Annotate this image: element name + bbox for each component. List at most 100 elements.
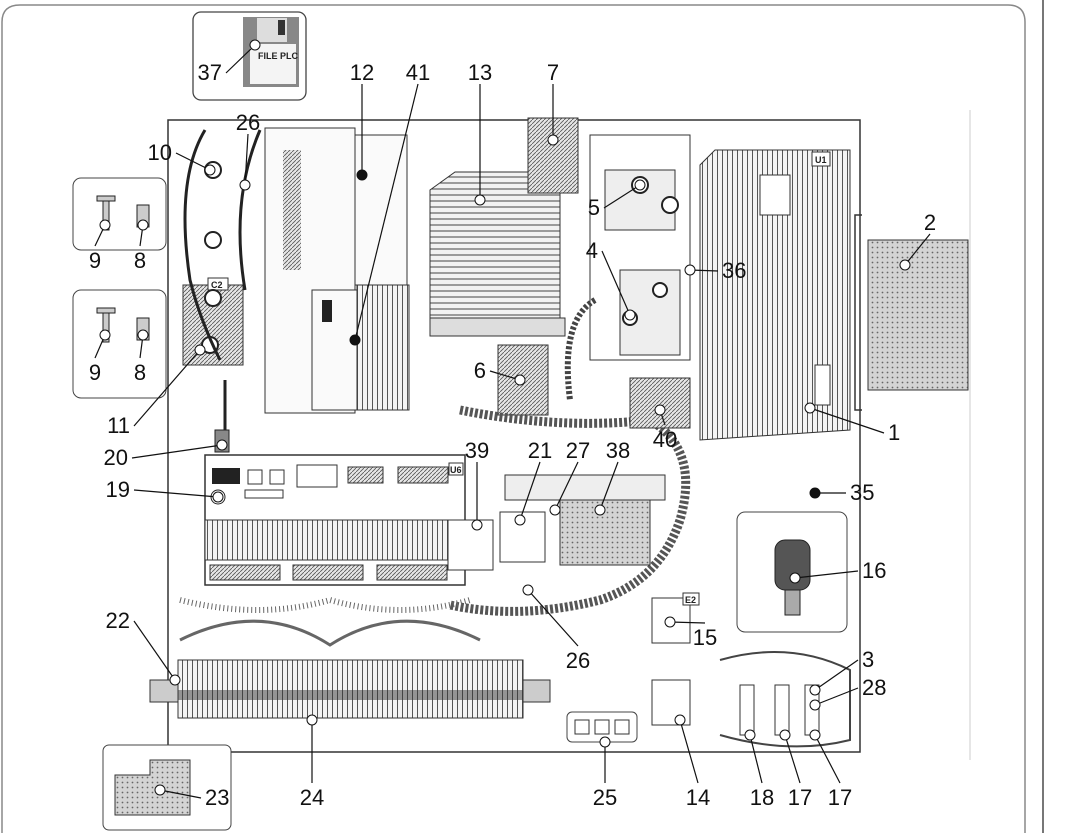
callout: 7 <box>547 60 559 146</box>
callout: 8 <box>134 219 149 273</box>
callout: 28 <box>809 675 886 711</box>
callout-number: 21 <box>528 438 552 463</box>
callout-dot <box>809 699 821 711</box>
inset-25-terminals <box>574 719 630 735</box>
contactor-c2-label: C2 <box>211 280 223 290</box>
callout-number: 13 <box>468 60 492 85</box>
control-card <box>867 239 969 391</box>
callout: 35 <box>809 480 874 505</box>
callout-number: 40 <box>653 427 677 452</box>
leader-line <box>669 621 706 624</box>
callout-number: 36 <box>722 258 746 283</box>
contactor-c2: C2 <box>182 161 244 366</box>
callout-number: 24 <box>300 785 324 810</box>
control-card-bracket <box>854 214 862 411</box>
callout-number: 2 <box>924 210 936 235</box>
outer-frame <box>1 4 1026 833</box>
floppy-inset: FILE PLC <box>192 11 307 101</box>
callout-dot <box>547 134 559 146</box>
inset-detail-upper <box>72 177 167 251</box>
fuses <box>739 684 820 736</box>
callout-dot <box>99 219 111 231</box>
leader-line <box>904 233 931 266</box>
power-module-heatsink <box>429 171 566 337</box>
callout: 24 <box>300 714 324 810</box>
plc-block <box>264 127 410 414</box>
callout-dot <box>594 504 606 516</box>
callout: 9 <box>89 219 111 273</box>
callout-number: 38 <box>606 438 630 463</box>
callout-dot <box>514 374 526 386</box>
callout-number: 22 <box>106 608 130 633</box>
leader-line <box>159 789 202 799</box>
inset-detail-lower <box>72 289 167 399</box>
leader-line <box>244 133 249 186</box>
callout: 4 <box>586 238 636 321</box>
callout-number: 3 <box>862 647 874 672</box>
callout-dot <box>789 572 801 584</box>
callout-number: 5 <box>588 195 600 220</box>
leader-line <box>527 589 579 647</box>
callout: 26 <box>522 584 590 673</box>
callout-number: 14 <box>686 785 710 810</box>
callout-dot <box>212 491 224 503</box>
callout-dot <box>899 259 911 271</box>
leader-line <box>519 461 541 521</box>
callout-number: 8 <box>134 360 146 385</box>
callout-number: 9 <box>89 360 101 385</box>
callout-dot <box>349 334 361 346</box>
leader-line <box>814 687 859 706</box>
callout: 8 <box>134 329 149 385</box>
callout-number: 19 <box>106 477 130 502</box>
spiral-cable-wrap <box>449 405 691 616</box>
leader-line <box>354 83 419 341</box>
callout-number: 11 <box>107 413 130 438</box>
callout-dot <box>654 404 666 416</box>
component-23 <box>114 759 191 816</box>
callout: 15 <box>664 616 717 650</box>
terminal-wiring <box>179 596 471 613</box>
callout-number: 37 <box>198 60 222 85</box>
callout-dot <box>809 684 821 696</box>
callout: 36 <box>684 258 746 283</box>
callout: 41 <box>349 60 430 346</box>
callout: 16 <box>789 558 886 584</box>
callout: 23 <box>154 784 229 810</box>
callout-dot <box>239 179 251 191</box>
callout-dot <box>744 729 756 741</box>
component-16-stem <box>784 589 801 616</box>
relay-board-label: U6 <box>450 465 462 475</box>
callout: 25 <box>593 736 617 810</box>
cable-wrap-upper <box>564 297 597 401</box>
callout: 3 <box>809 647 874 696</box>
leader-line <box>814 734 841 784</box>
callout-number: 27 <box>566 438 590 463</box>
callout-number: 39 <box>465 438 489 463</box>
callout-number: 18 <box>750 785 774 810</box>
terminal-strip <box>149 659 551 719</box>
leader-line <box>679 719 699 784</box>
callout-dot <box>99 329 111 341</box>
callout: 17 <box>779 729 812 810</box>
callout: 18 <box>744 729 774 810</box>
callout-dot <box>779 729 791 741</box>
callout: 12 <box>350 60 374 181</box>
callout-dot <box>599 736 611 748</box>
callout-dot <box>674 714 686 726</box>
callout-number: 1 <box>888 420 900 445</box>
callout-dot <box>306 714 318 726</box>
callout: 6 <box>474 358 526 386</box>
callout: 21 <box>514 438 552 526</box>
fuse-wiring <box>719 651 851 748</box>
callout-dot <box>804 402 816 414</box>
leader-line <box>133 489 219 498</box>
callout-number: 10 <box>148 140 172 165</box>
callout: 27 <box>549 438 590 516</box>
inverter-u1: U1 <box>699 149 851 441</box>
contactor-e2-label: E2 <box>685 595 696 605</box>
callout-number: 23 <box>205 785 229 810</box>
callout-number: 17 <box>788 785 812 810</box>
callout-dot <box>204 164 216 176</box>
